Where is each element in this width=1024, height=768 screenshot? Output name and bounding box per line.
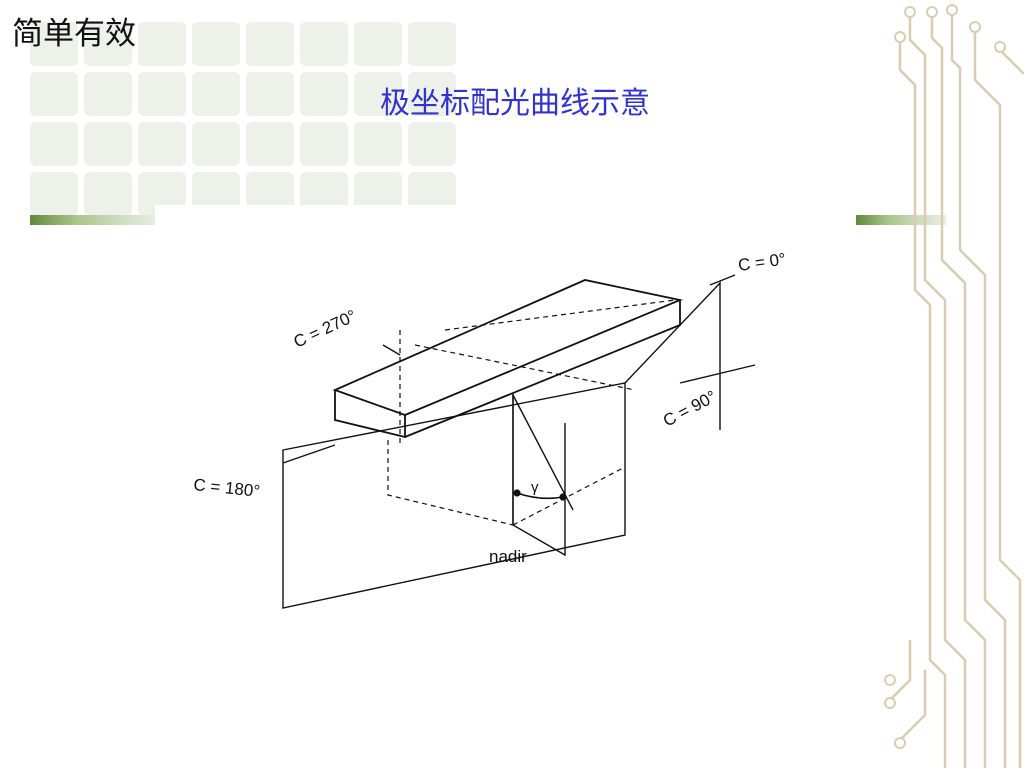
background-tile-grid [30, 22, 456, 216]
c-gamma-diagram: C = 0° C = 90° C = 180° C = 270° nadir γ [193, 249, 787, 609]
plane-c0-c180 [282, 382, 626, 609]
circuit-decoration-icon [884, 4, 1024, 768]
slide-title: 极坐标配光曲线示意 [380, 86, 650, 121]
plane-c90-c270 [512, 393, 566, 557]
luminaire-front-face [334, 390, 406, 439]
label-c270: C = 270° [291, 306, 360, 351]
diagram-panel: C = 0° C = 90° C = 180° C = 270° nadir γ [155, 205, 855, 635]
label-c180: C = 180° [193, 475, 261, 501]
accent-band-right [856, 215, 946, 225]
luminaire-side-face [404, 300, 681, 438]
label-gamma: γ [531, 479, 539, 496]
gamma-ray [512, 394, 574, 511]
label-nadir: nadir [489, 547, 527, 566]
corner-title: 简单有效 [12, 16, 136, 52]
label-c90: C = 90° [660, 387, 720, 431]
gamma-arc [516, 492, 564, 500]
label-c0: C = 0° [737, 249, 787, 274]
accent-band-left [30, 215, 158, 225]
